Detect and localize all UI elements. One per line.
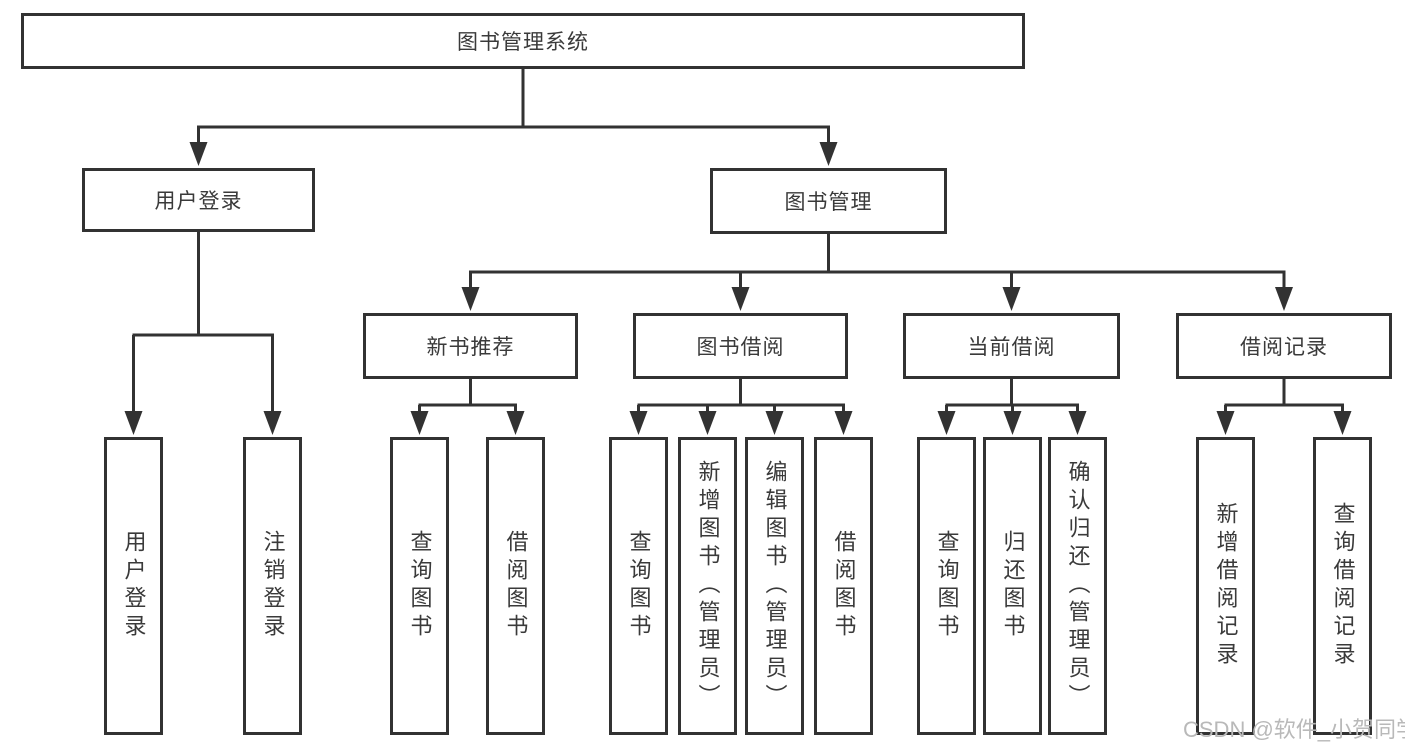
node-book-borrowing-label: 图书借阅 [696, 336, 785, 359]
node-leaf-query-books-current: 查询图书 [917, 437, 976, 735]
node-borrowing-records: 借阅记录 [1176, 313, 1392, 379]
node-new-book-recommend: 新书推荐 [363, 313, 578, 379]
node-leaf-edit-books-admin: 编辑图书（管理员） [745, 437, 804, 735]
node-leaf-return-books-label: 归还图书 [1000, 530, 1026, 642]
node-leaf-confirm-return-admin: 确认归还（管理员） [1048, 437, 1107, 735]
node-leaf-query-borrow-record: 查询借阅记录 [1313, 437, 1372, 735]
node-leaf-query-books-recommend: 查询图书 [390, 437, 449, 735]
node-leaf-add-borrow-record-label: 新增借阅记录 [1213, 502, 1239, 670]
node-leaf-borrow-books-recommend: 借阅图书 [486, 437, 545, 735]
node-leaf-query-books-current-label: 查询图书 [934, 530, 960, 642]
node-library-system-label: 图书管理系统 [457, 31, 589, 54]
watermark: CSDN @软件_小贺同学 [1183, 717, 1405, 742]
node-leaf-add-books-admin-label: 新增图书（管理员） [695, 460, 721, 712]
node-book-borrowing: 图书借阅 [633, 313, 848, 379]
node-borrowing-records-label: 借阅记录 [1240, 336, 1328, 359]
node-leaf-query-borrow-record-label: 查询借阅记录 [1330, 502, 1356, 670]
node-current-borrowing: 当前借阅 [903, 313, 1120, 379]
node-user-login: 用户登录 [82, 168, 315, 232]
node-leaf-user-login-label: 用户登录 [121, 530, 147, 642]
node-leaf-borrow-books-borrowing-label: 借阅图书 [831, 530, 857, 642]
node-leaf-confirm-return-admin-label: 确认归还（管理员） [1065, 460, 1091, 712]
node-leaf-query-books-borrowing: 查询图书 [609, 437, 668, 735]
node-leaf-user-login: 用户登录 [104, 437, 163, 735]
node-book-management-label: 图书管理 [784, 191, 873, 214]
node-leaf-return-books: 归还图书 [983, 437, 1042, 735]
node-current-borrowing-label: 当前借阅 [967, 336, 1056, 359]
node-leaf-borrow-books-recommend-label: 借阅图书 [503, 530, 529, 642]
node-leaf-add-borrow-record: 新增借阅记录 [1196, 437, 1255, 735]
node-leaf-borrow-books-borrowing: 借阅图书 [814, 437, 873, 735]
node-leaf-query-books-borrowing-label: 查询图书 [626, 530, 652, 642]
node-book-management: 图书管理 [710, 168, 947, 234]
node-user-login-label: 用户登录 [154, 190, 243, 213]
node-leaf-logout: 注销登录 [243, 437, 302, 735]
node-leaf-edit-books-admin-label: 编辑图书（管理员） [762, 460, 788, 712]
node-new-book-recommend-label: 新书推荐 [426, 336, 515, 359]
node-library-system: 图书管理系统 [21, 13, 1025, 69]
node-leaf-logout-label: 注销登录 [260, 530, 286, 642]
node-leaf-query-books-recommend-label: 查询图书 [407, 530, 433, 642]
node-leaf-add-books-admin: 新增图书（管理员） [678, 437, 737, 735]
